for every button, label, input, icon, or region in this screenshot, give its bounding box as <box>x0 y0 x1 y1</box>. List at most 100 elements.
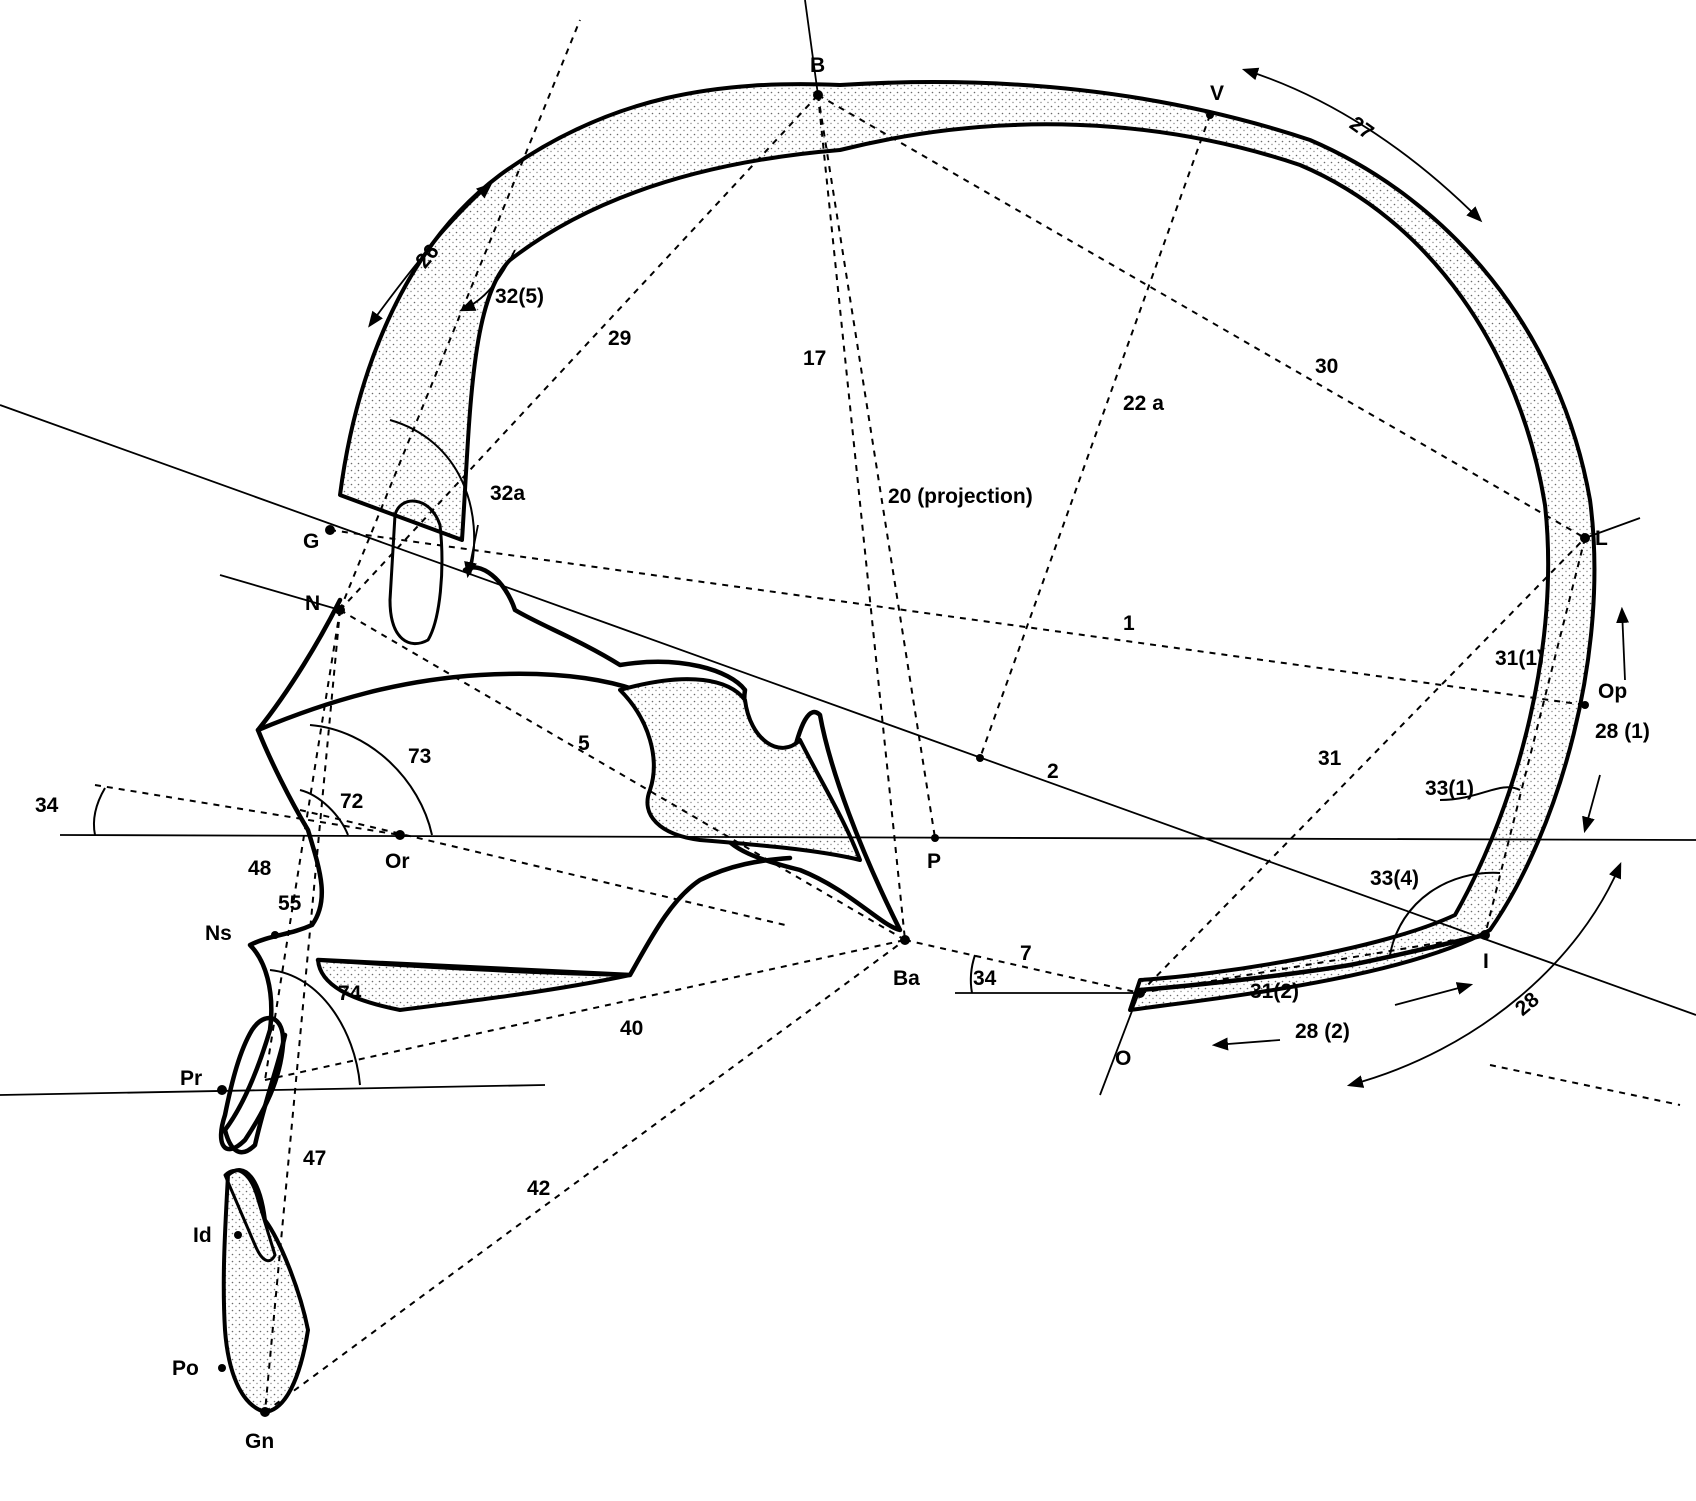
arrow-27 <box>1241 67 1483 223</box>
line-29 <box>339 94 819 611</box>
arrow-28-1b <box>1582 774 1601 834</box>
point-line2-foot <box>976 754 984 762</box>
label-m22a: 22 a <box>1123 392 1164 415</box>
label-m20: 20 (projection) <box>888 485 1033 508</box>
upper-incisor <box>218 1015 286 1152</box>
label-m34_right: 34 <box>973 967 997 990</box>
line-40 <box>264 939 906 1081</box>
palate-shading <box>316 958 632 1012</box>
label-V: V <box>1210 82 1224 105</box>
lower-incisor <box>223 1168 277 1263</box>
arrow-28-2a <box>1211 1037 1281 1051</box>
line-20 <box>817 94 936 839</box>
arc-74 <box>269 969 361 1086</box>
label-m31_2: 31(2) <box>1250 980 1299 1003</box>
line-Pr-horizontal <box>0 1084 546 1096</box>
arc-34-right <box>969 954 976 994</box>
point-Pr <box>217 1085 227 1095</box>
label-m1: 1 <box>1123 612 1135 635</box>
point-O <box>1135 988 1145 998</box>
label-Po: Po <box>172 1357 199 1380</box>
label-G: G <box>303 530 319 553</box>
maxilla-outline <box>255 671 793 978</box>
label-m7: 7 <box>1020 942 1032 965</box>
line-26-extension <box>339 19 581 611</box>
label-m31_1: 31(1) <box>1495 647 1544 670</box>
arrow-26 <box>368 182 493 328</box>
point-N <box>335 605 345 615</box>
line-17 <box>817 94 906 941</box>
label-m29: 29 <box>608 327 631 350</box>
label-m30: 30 <box>1315 355 1338 378</box>
label-m28_2: 28 (2) <box>1295 1020 1350 1043</box>
line-7 <box>904 939 1141 994</box>
label-P: P <box>927 850 941 873</box>
point-I <box>1480 930 1490 940</box>
label-m32_5: 32(5) <box>495 285 544 308</box>
label-m73: 73 <box>408 745 431 768</box>
arrow-28-2b <box>1394 982 1474 1006</box>
label-m74: 74 <box>338 982 362 1005</box>
label-m31: 31 <box>1318 747 1342 770</box>
point-Op <box>1581 701 1589 709</box>
label-I: I <box>1483 950 1489 973</box>
label-B: B <box>810 54 825 77</box>
point-G <box>325 525 335 535</box>
point-Ns <box>271 931 279 939</box>
point-B <box>813 90 823 100</box>
point-Po <box>218 1364 226 1372</box>
line-O <box>1099 989 1141 1096</box>
line-vertical-B <box>804 0 819 96</box>
label-m47: 47 <box>303 1147 326 1170</box>
label-m5: 5 <box>578 732 590 755</box>
facial-profile <box>222 597 343 1155</box>
frankfort-horizontal <box>59 834 1696 841</box>
arrow-28-1 <box>1616 606 1630 681</box>
label-m34_left: 34 <box>35 794 59 817</box>
line-42 <box>264 939 906 1413</box>
line-48 <box>264 609 341 1081</box>
label-m40: 40 <box>620 1017 643 1040</box>
line-N <box>219 574 341 611</box>
point-Or <box>395 830 405 840</box>
label-Gn: Gn <box>245 1430 274 1453</box>
label-m33_4: 33(4) <box>1370 867 1419 890</box>
line-L <box>1584 517 1641 539</box>
label-m33_1: 33(1) <box>1425 777 1474 800</box>
arc-34-left <box>92 787 106 836</box>
label-Id: Id <box>193 1224 212 1247</box>
label-m28_1: 28 (1) <box>1595 720 1650 743</box>
line-30 <box>817 94 1586 539</box>
label-Ba: Ba <box>893 967 920 990</box>
arrow-32a <box>464 524 479 579</box>
point-V <box>1206 111 1214 119</box>
point-Gn <box>260 1407 270 1417</box>
line-47 <box>264 609 341 1413</box>
mandible-symphysis <box>221 1168 310 1414</box>
arc-33-1 <box>1439 786 1521 801</box>
line-34-left <box>94 784 401 836</box>
arrow-32-5 <box>459 249 516 312</box>
label-m72: 72 <box>340 790 363 813</box>
label-Or: Or <box>385 850 410 873</box>
arc-73 <box>309 724 433 836</box>
arc-72 <box>299 789 349 836</box>
point-Id <box>234 1231 242 1239</box>
line-1 <box>329 529 1586 706</box>
pterygoid-region <box>618 677 862 862</box>
line-31 <box>1139 537 1586 994</box>
point-Ba <box>900 935 910 945</box>
arrow-28 <box>1346 862 1622 1088</box>
label-m17: 17 <box>803 347 826 370</box>
label-m48: 48 <box>248 857 272 880</box>
label-m2: 2 <box>1047 760 1059 783</box>
label-m42: 42 <box>527 1177 550 1200</box>
point-P <box>931 834 939 842</box>
label-m55: 55 <box>278 892 302 915</box>
label-L: L <box>1595 527 1608 550</box>
line-2 <box>0 404 1696 1016</box>
label-Ns: Ns <box>205 922 232 945</box>
line-occipital-tail <box>1489 1064 1681 1106</box>
line-22a <box>979 114 1211 759</box>
